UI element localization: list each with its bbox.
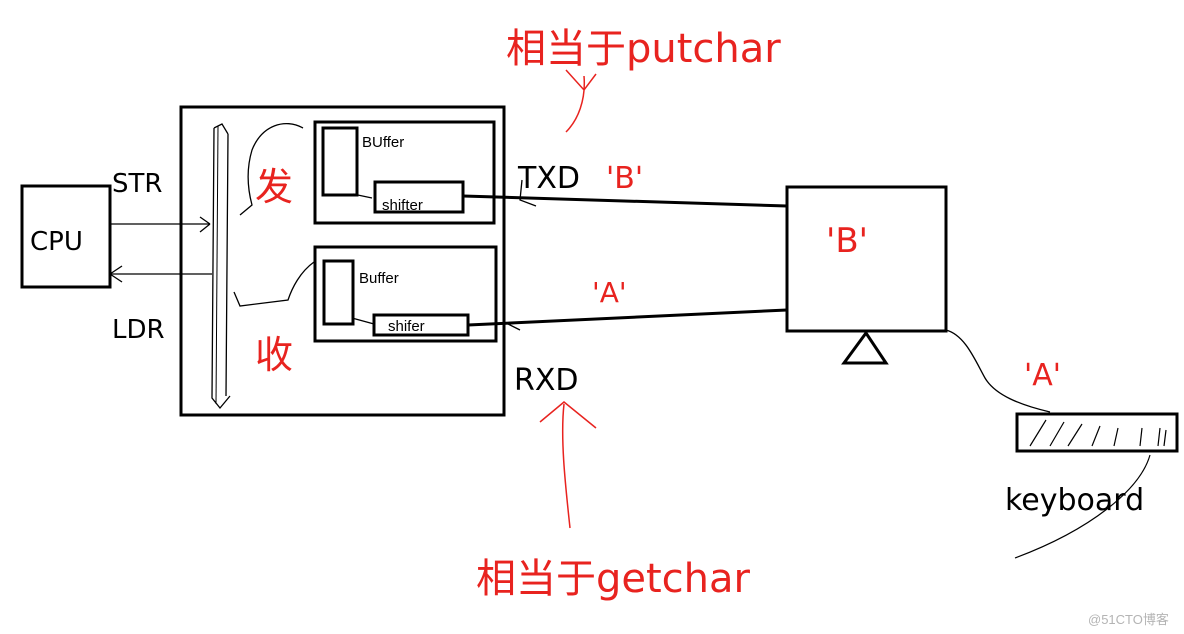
rx-buffer-label: Buffer [359, 270, 399, 287]
getchar-arrow [539, 401, 597, 529]
keyboard-box [1015, 412, 1179, 453]
rx-serial-line [467, 308, 788, 327]
bus-to-cpu-arrow [109, 265, 212, 283]
rx-section-label: 收 [255, 333, 293, 377]
putchar-arrow [565, 69, 597, 133]
cpu-to-bus-arrow [110, 216, 211, 233]
rx-char-label: 'A' [592, 276, 627, 309]
tx-char-label: 'B' [606, 161, 643, 196]
watermark: @51CTO博客 [1088, 612, 1169, 627]
rx-shifter-to-buffer [351, 317, 375, 325]
putchar-note: 相当于putchar [506, 26, 781, 72]
txd-pin-label: TXD [517, 161, 580, 196]
uart-box [179, 105, 506, 417]
tx-register-box [313, 120, 496, 225]
keyboard-label: keyboard [1005, 483, 1144, 518]
rxd-pin-label: RXD [514, 363, 579, 398]
keyboard-cable [945, 329, 1051, 413]
tx-buffer-to-shifter [352, 193, 373, 199]
tx-serial-line [462, 194, 788, 208]
txd-pin-bracket [519, 179, 537, 207]
tx-section-label: 发 [255, 165, 293, 209]
rx-shifter-label: shifer [388, 318, 425, 335]
keyboard-label-tail [1014, 454, 1151, 559]
terminal-box [785, 185, 948, 333]
tx-buffer-block [321, 126, 359, 197]
ldr-label: LDR [112, 315, 165, 345]
cpu-label: CPU [30, 227, 83, 257]
keyboard-char-label: 'A' [1024, 358, 1061, 393]
tx-bracket [239, 123, 304, 216]
str-label: STR [112, 169, 162, 199]
rx-buffer-block [322, 259, 355, 326]
keyboard-keys [1029, 419, 1167, 447]
rx-bracket [233, 261, 315, 307]
terminal-char-label: 'B' [826, 221, 868, 261]
internal-bus-arrow [211, 123, 231, 410]
cpu-box [20, 184, 112, 289]
getchar-note: 相当于getchar [476, 556, 751, 602]
terminal-stand [841, 330, 889, 365]
rx-register-box [313, 245, 498, 343]
tx-buffer-label: BUffer [362, 134, 404, 151]
tx-shifter-label: shifter [382, 197, 423, 214]
